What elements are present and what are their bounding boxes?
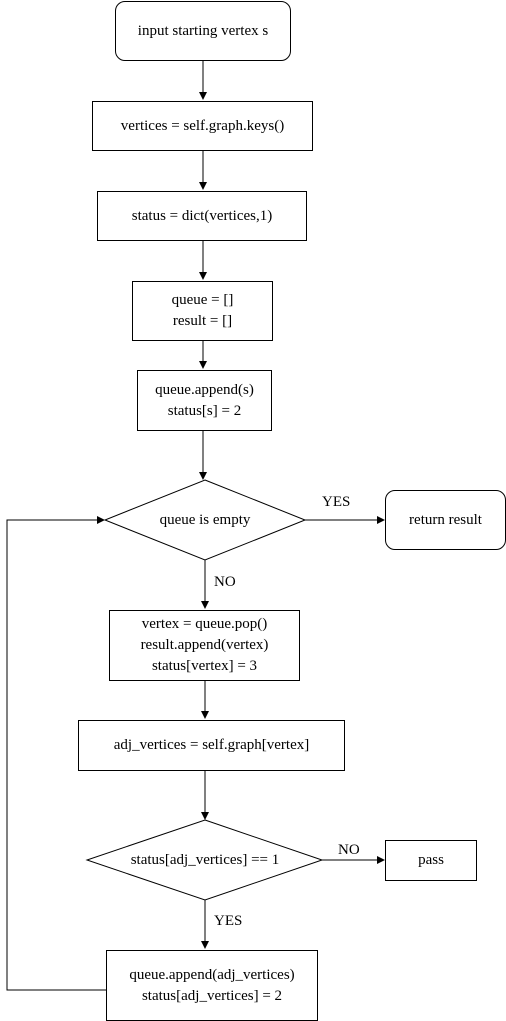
adj-vertices-node: adj_vertices = self.graph[vertex] [78,720,345,771]
pass-text: pass [418,852,444,868]
return-result-node: return result [385,490,506,550]
pop-vertex-node: vertex = queue.pop() result.append(verte… [109,610,300,681]
status-init-node: status = dict(vertices,1) [97,191,307,241]
loop-back-arrow [6,516,106,991]
start-node: input starting vertex s [115,1,291,61]
status-check-text: status[adj_vertices] == 1 [130,851,280,868]
edge-label-check-yes: YES [214,912,243,930]
queue-init-line-1: queue = [] [171,292,234,308]
append-start-line-2: status[s] = 2 [167,402,242,419]
decision-diamond-status-check [85,819,324,901]
status-init-node-text: status = dict(vertices,1) [131,207,273,224]
edge-label-empty-no: NO [214,573,236,591]
status-check-decision-label: status[adj_vertices] == 1 [100,848,310,872]
queue-init-line-2: result = [] [172,313,233,329]
pop-vertex-line-1: vertex = queue.pop() [141,616,268,632]
append-start-node: queue.append(s) status[s] = 2 [137,370,272,431]
append-start-line-1: queue.append(s) [155,381,254,398]
return-result-text: return result [409,511,482,528]
decision-diamond-queue-empty [103,479,307,561]
append-adj-line-2: status[adj_vertices] = 2 [141,987,283,1004]
queue-init-node: queue = [] result = [] [132,281,273,341]
pass-node: pass [385,840,477,881]
pop-vertex-line-3: status[vertex] = 3 [151,658,258,674]
start-node-text: input starting vertex s [137,22,269,39]
append-adj-node: queue.append(adj_vertices) status[adj_ve… [106,950,318,1021]
edge-label-check-no: NO [338,841,360,859]
append-adj-line-1: queue.append(adj_vertices) [129,966,295,983]
adj-vertices-text: adj_vertices = self.graph[vertex] [113,737,310,753]
pop-vertex-line-2: result.append(vertex) [140,637,269,653]
queue-empty-text: queue is empty [159,511,251,528]
queue-empty-decision-label: queue is empty [130,508,280,532]
vertices-node-text: vertices = self.graph.keys() [120,117,285,134]
edge-label-empty-yes: YES [322,493,351,511]
vertices-node: vertices = self.graph.keys() [92,101,313,151]
